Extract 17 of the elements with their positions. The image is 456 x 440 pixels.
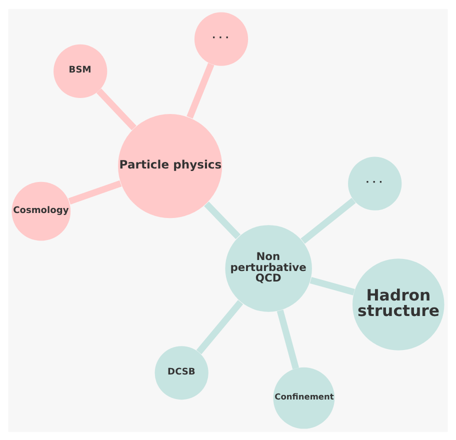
connector xyxy=(196,299,244,354)
connector xyxy=(310,276,355,295)
node-circle: BSM xyxy=(54,44,108,98)
connector xyxy=(204,201,241,239)
node-circle: Particle physics xyxy=(118,114,222,218)
node-circle: · · · xyxy=(348,156,402,210)
node-circle: Hadron structure xyxy=(352,258,444,350)
connector xyxy=(276,309,300,369)
node-circle: DCSB xyxy=(154,346,208,400)
connector xyxy=(68,180,122,204)
connector xyxy=(186,62,214,118)
connector xyxy=(300,197,356,244)
connector xyxy=(96,88,136,130)
node-circle: · · · xyxy=(194,12,248,66)
node-circle: Non perturbative QCD xyxy=(225,224,312,312)
node-circle: Cosmology xyxy=(12,181,71,240)
node-circle: Confinement xyxy=(273,366,335,428)
